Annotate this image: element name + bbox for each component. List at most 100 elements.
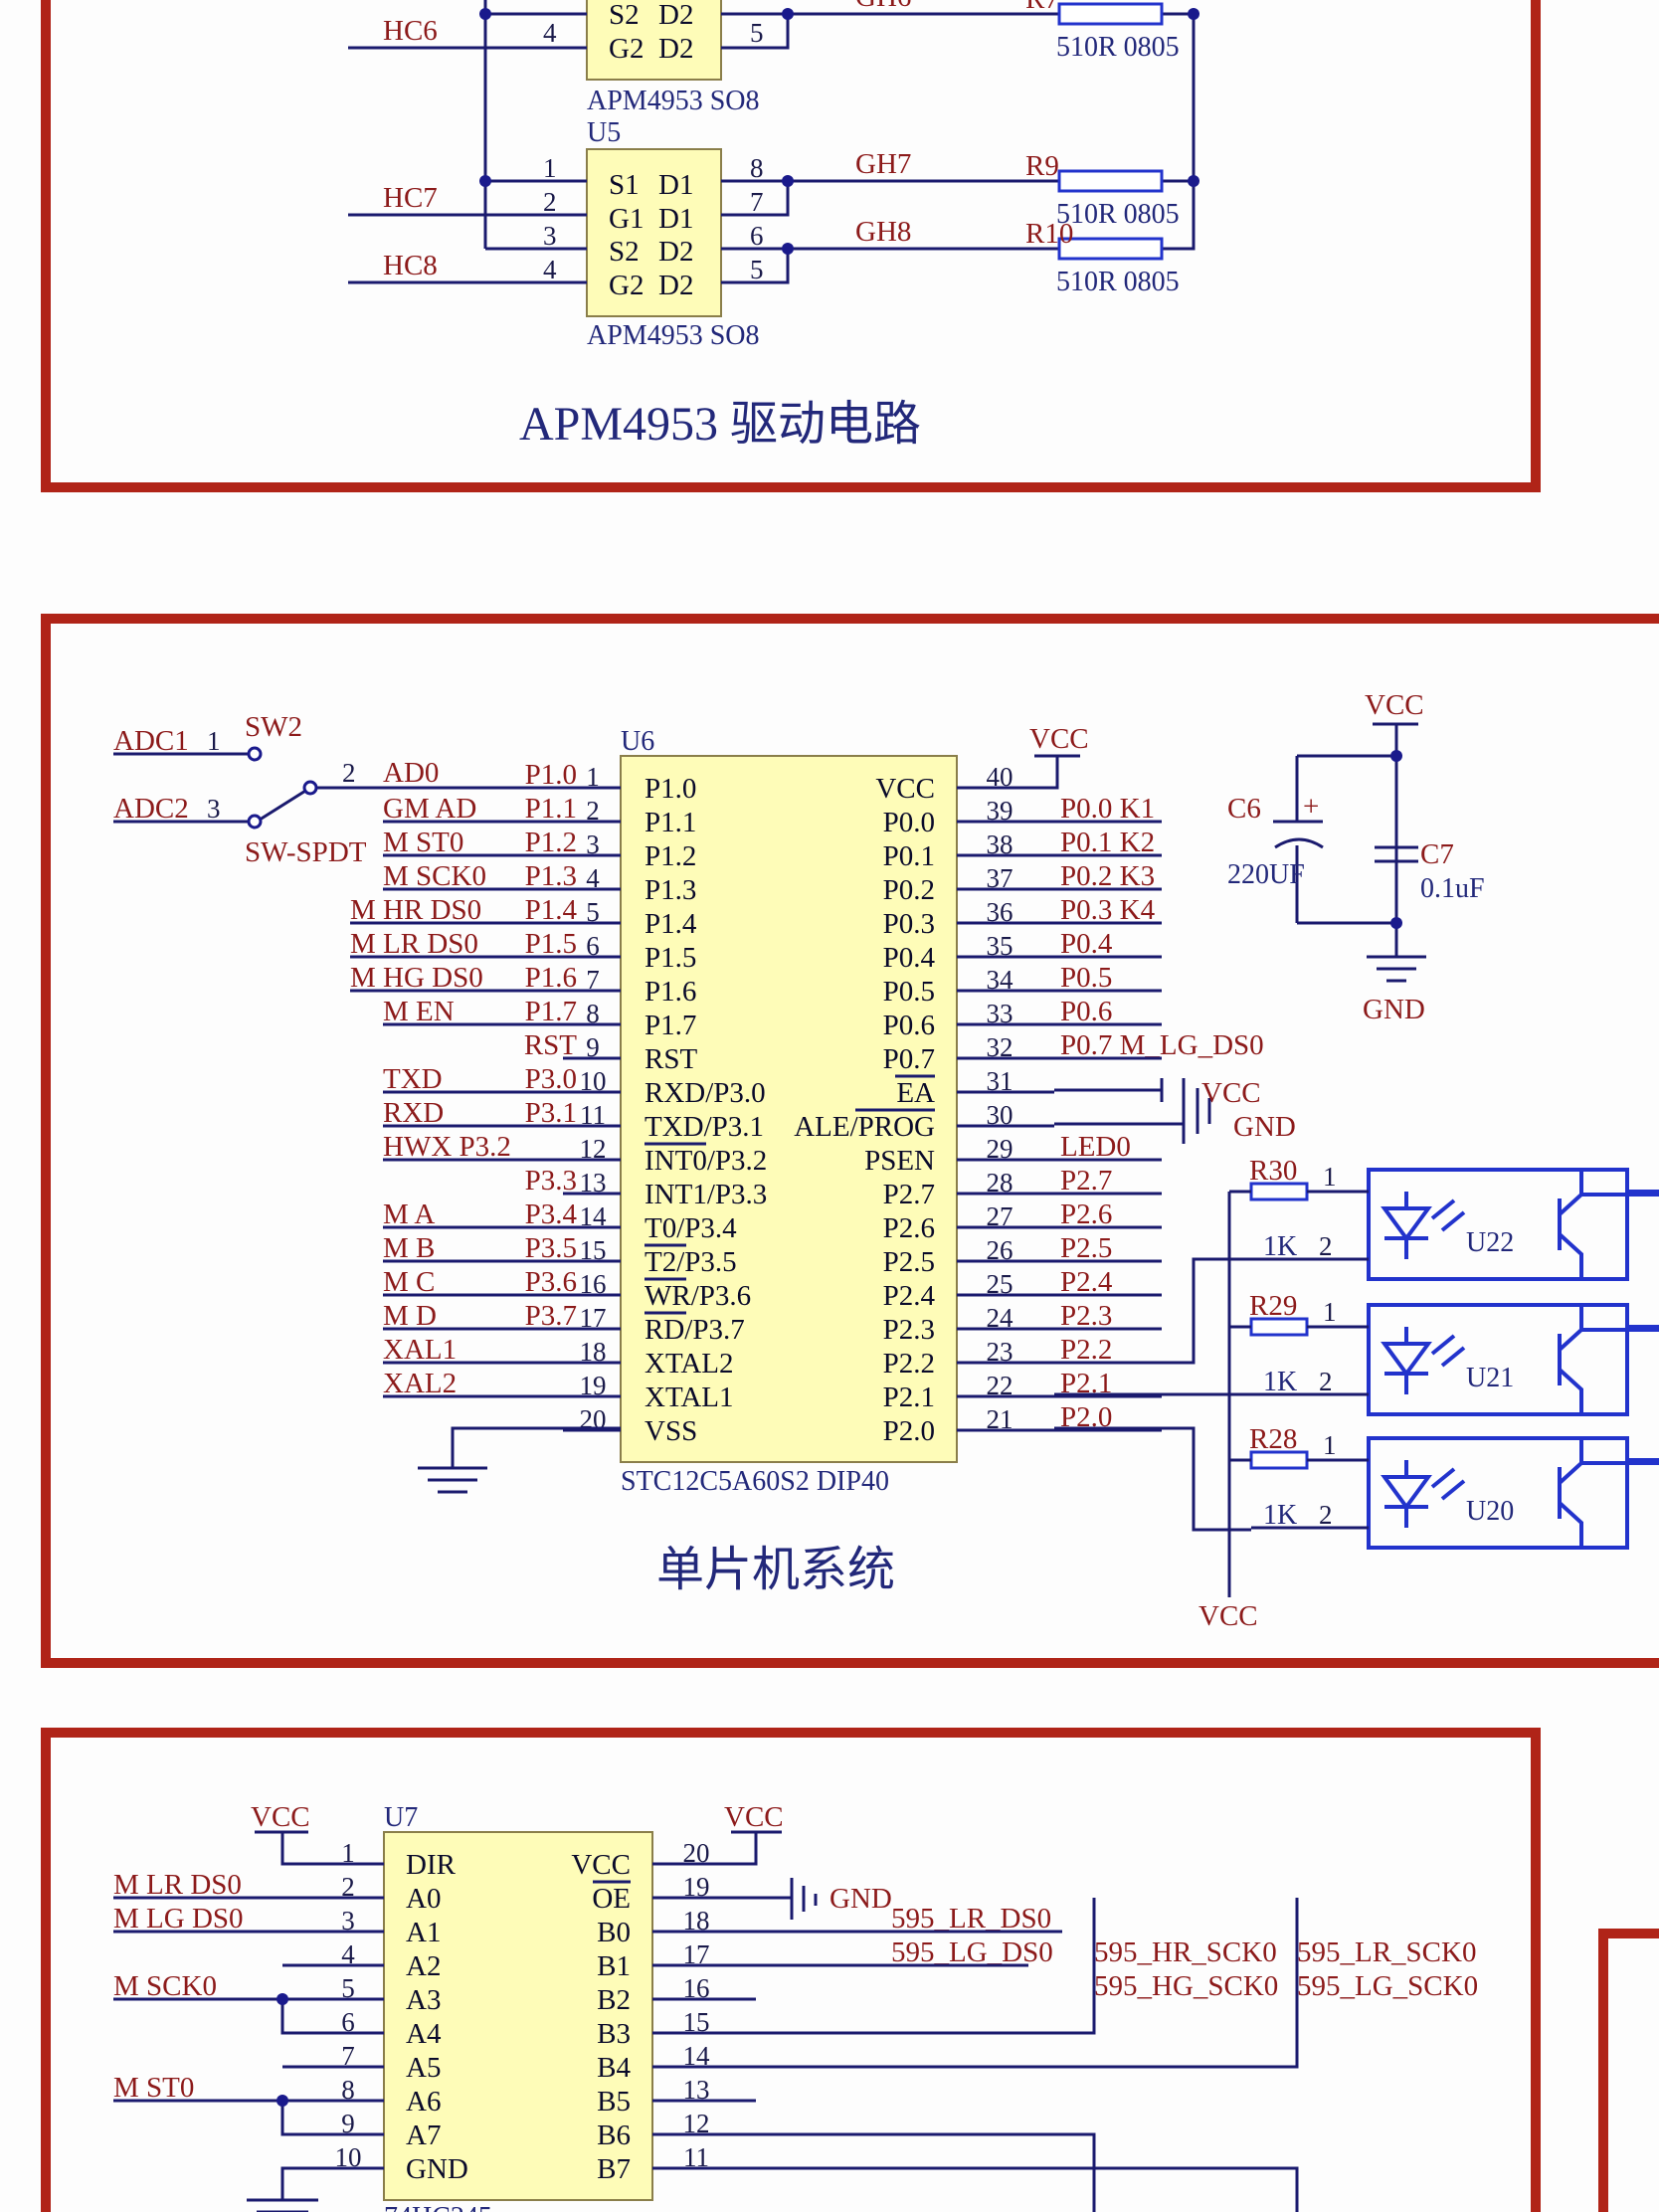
- u6-label: STC12C5A60S2 DIP40: [621, 1466, 889, 1497]
- u7-right-pin: VCC: [571, 1849, 631, 1881]
- u6-right-net: P0.2 K3: [1060, 860, 1155, 892]
- u7-left-pinnum: 6: [341, 2007, 355, 2037]
- u6-vcc-label: VCC: [1029, 723, 1089, 755]
- u7-left-pin: A3: [406, 1984, 441, 2016]
- u6-left-port: RST: [524, 1029, 577, 1061]
- u6-right-pin: P2.4: [883, 1280, 936, 1312]
- u7-left-pin: A4: [406, 2018, 442, 2050]
- u7-left-pinnum: 8: [341, 2075, 355, 2105]
- opto-body: [1367, 1168, 1629, 1281]
- u7-right-pin: OE: [592, 1883, 631, 1915]
- opto-ref: U21: [1466, 1363, 1514, 1393]
- net-hc6: HC6: [383, 15, 438, 47]
- opto-res-ref: R28: [1249, 1423, 1297, 1455]
- u6-left-net: M EN: [383, 996, 455, 1027]
- net-m-sck0: M SCK0: [113, 1970, 217, 2002]
- u6-right-net: P0.4: [1060, 928, 1113, 960]
- net-ad0: AD0: [383, 757, 439, 789]
- net-gh8: GH8: [855, 216, 911, 248]
- u6-left-port: P1.2: [525, 827, 577, 858]
- u6-left-pin: P1.3: [645, 874, 696, 906]
- u6-right-net: P0.1 K2: [1060, 827, 1155, 858]
- c7-ref: C7: [1420, 838, 1454, 870]
- u6-right-net: P0.5: [1060, 962, 1112, 994]
- u6-right-net: P0.6: [1060, 996, 1112, 1027]
- u6-left-pin: XTAL1: [645, 1382, 734, 1413]
- transistor-icon: [1558, 1170, 1659, 1279]
- u4-pin-s2: S2: [609, 0, 640, 31]
- ea-vcc-label: VCC: [1201, 1077, 1261, 1109]
- u6-left-pinnum: 8: [586, 999, 600, 1028]
- u6-left-pin: RST: [645, 1043, 697, 1075]
- u5-pin-d1a: D1: [658, 169, 693, 201]
- u5-pin-g1: G1: [609, 203, 644, 235]
- u7-left-pinnum: 1: [341, 1838, 355, 1868]
- u6-left-net: M LR DS0: [350, 928, 478, 960]
- u6-left-pin: P1.0: [645, 773, 696, 805]
- u7-right-pin: B1: [597, 1950, 631, 1982]
- c7-value: 0.1uF: [1420, 873, 1485, 904]
- net-595-lg-ds0: 595_LG_DS0: [891, 1936, 1053, 1968]
- u6-left-net: M B: [383, 1232, 435, 1264]
- section2-title: 单片机系统: [656, 1544, 895, 1596]
- net-gh7: GH7: [855, 148, 911, 180]
- u6-left-pin: P1.4: [645, 908, 697, 940]
- u6-left-net: RXD: [383, 1097, 444, 1129]
- u5-pin-s2: S2: [609, 236, 640, 268]
- u6-right-pin: P0.5: [883, 976, 935, 1008]
- sw2-ref: SW2: [245, 711, 302, 743]
- opto-pin1: 1: [1323, 1297, 1337, 1327]
- u6-left-port: P1.3: [525, 860, 577, 892]
- c6-value: 220UF: [1227, 859, 1305, 890]
- u6-right-net: LED0: [1060, 1131, 1131, 1163]
- opto-pin1: 1: [1323, 1430, 1337, 1460]
- u5-pin-g2: G2: [609, 270, 644, 301]
- u6-left-port: P3.6: [525, 1266, 577, 1298]
- u6-left-port: P3.3: [525, 1165, 577, 1197]
- u6-left-pinnum: 4: [586, 863, 600, 893]
- u6-left-pinnum: 2: [586, 796, 600, 826]
- u6-right-pin: PSEN: [864, 1145, 935, 1177]
- u7-left-pin: A6: [406, 2086, 441, 2118]
- u6-left-pin: WR/P3.6: [645, 1280, 751, 1312]
- u5-pin-s1: S1: [609, 169, 640, 201]
- u6-left-pin: RD/P3.7: [645, 1314, 745, 1346]
- u5-pinnum-5: 5: [750, 255, 764, 284]
- net-m-lr-ds0: M LR DS0: [113, 1869, 242, 1901]
- net-adc2: ADC2: [113, 793, 189, 825]
- opto-res-value: 1K: [1263, 1367, 1297, 1397]
- u6-right-pin: P2.7: [883, 1179, 935, 1210]
- u6-ref: U6: [621, 726, 654, 757]
- u6-left-pin: INT0/P3.2: [645, 1145, 767, 1177]
- u6-left-pin: T0/P3.4: [645, 1212, 737, 1244]
- u6-left-net: M ST0: [383, 827, 463, 858]
- net-hc7: HC7: [383, 182, 438, 214]
- u7-left-pin: A1: [406, 1917, 441, 1948]
- opto-ref: U22: [1466, 1227, 1514, 1258]
- u6-left-pin: T2/P3.5: [645, 1246, 737, 1278]
- u6-left-pinnum: 1: [586, 762, 600, 792]
- u6-right-pin: VCC: [875, 773, 935, 805]
- r7-value: 510R 0805: [1056, 32, 1180, 63]
- opto-vcc-label: VCC: [1198, 1600, 1258, 1632]
- u6-right-pin: P2.2: [883, 1348, 935, 1380]
- net-gh6: GH6: [855, 0, 911, 13]
- bus-595-lr-sck0: 595_LR_SCK0: [1297, 1936, 1476, 1968]
- led-icon: [1381, 1327, 1432, 1394]
- u4-label: APM4953 SO8: [587, 86, 759, 116]
- u7-left-pinnum: 7: [341, 2041, 355, 2071]
- prog-gnd-label: GND: [1233, 1111, 1296, 1143]
- frame-mcu: [41, 614, 1659, 1668]
- bus-595-lg-sck0: 595_LG_SCK0: [1297, 1970, 1478, 2002]
- u6-right-pin: P0.0: [883, 807, 935, 838]
- opto-ref: U20: [1466, 1496, 1514, 1527]
- u6-left-port: P1.0: [525, 759, 577, 791]
- u7-left-pinnum: 3: [341, 1906, 355, 1936]
- opto-res-value: 1K: [1263, 1500, 1297, 1531]
- sw2-label: SW-SPDT: [245, 836, 367, 868]
- u7-left-pin: A5: [406, 2052, 441, 2084]
- u6-left-port: P3.0: [525, 1063, 577, 1095]
- opto-pin2: 2: [1319, 1367, 1333, 1396]
- u6-left-net: XAL2: [383, 1368, 457, 1399]
